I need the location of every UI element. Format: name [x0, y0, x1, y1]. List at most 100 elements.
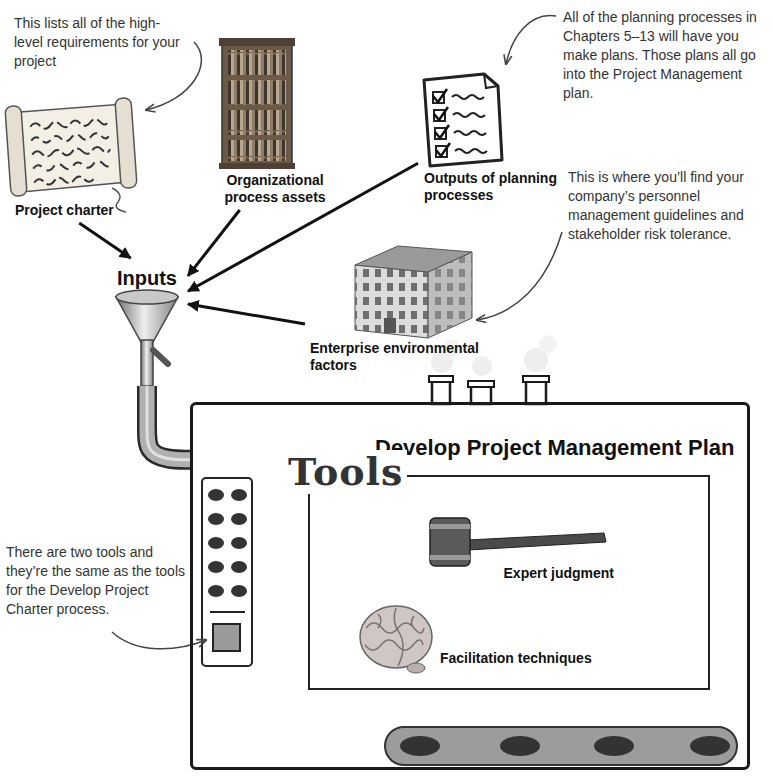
belt	[385, 727, 737, 765]
panel-button	[231, 513, 247, 525]
chimney	[432, 380, 450, 404]
icon-label: Project charter	[15, 202, 140, 219]
scribble	[30, 118, 108, 129]
control-panel	[202, 478, 252, 666]
gavel-band	[430, 555, 470, 560]
handwritten-note: This lists all of the high-level require…	[14, 14, 189, 71]
panel-button	[208, 489, 224, 501]
checklist-icon	[424, 74, 502, 166]
smoke	[472, 356, 492, 376]
pipe-outline	[147, 386, 190, 460]
bookshelf-icon	[219, 38, 295, 169]
leader-line	[146, 42, 201, 110]
pipe-shine	[147, 386, 190, 460]
icon-area	[424, 68, 566, 170]
roller	[594, 736, 634, 756]
arrow-line	[188, 304, 305, 324]
shelf-base	[219, 163, 295, 169]
books	[228, 50, 286, 75]
panel-button	[231, 489, 247, 501]
icon-label: Enterprise environmental factors	[310, 340, 490, 374]
icon-area	[212, 36, 338, 172]
icon-area	[310, 236, 490, 340]
panel-button	[231, 537, 247, 549]
panel-button	[231, 585, 247, 597]
scroll-roll	[5, 106, 27, 197]
sheet-fold	[484, 74, 498, 88]
shelf-case	[222, 42, 292, 166]
process-machine: Develop Project Management PlanToolsExpe…	[190, 402, 750, 770]
arrow-line	[79, 223, 130, 258]
inputs-funnel: Inputs	[106, 258, 188, 386]
charter-node: Project charter	[5, 98, 140, 223]
gavel-icon	[430, 518, 606, 566]
tool-label: Expert judgment	[430, 565, 614, 582]
building-door	[384, 318, 396, 333]
gavel-band	[430, 524, 470, 529]
panel-frame	[202, 478, 252, 666]
books	[228, 110, 286, 135]
input-arrow	[188, 304, 305, 324]
conveyor-belt	[385, 727, 737, 765]
input-arrow	[79, 223, 130, 258]
brain-shape	[360, 606, 432, 668]
funnel-label: Inputs	[106, 266, 188, 290]
building-icon	[355, 246, 472, 338]
chimney	[526, 380, 546, 404]
tool-item: Facilitation techniques	[358, 600, 613, 667]
chimney-cap	[523, 376, 549, 382]
roller	[400, 736, 440, 756]
plan-sheet	[424, 74, 502, 166]
brain-icon	[360, 606, 432, 673]
panel-button	[208, 513, 224, 525]
leader-line	[506, 16, 556, 64]
shelf-crown	[219, 38, 295, 46]
input-arrow	[188, 163, 418, 291]
funnel-tube	[141, 340, 153, 386]
panel-button	[208, 561, 224, 573]
icon-label: Outputs of planning processes	[424, 170, 566, 204]
scribble	[33, 160, 111, 171]
scroll-icon	[5, 98, 137, 212]
scribble	[32, 146, 110, 157]
list-lines	[452, 95, 487, 153]
icon-area	[430, 515, 614, 565]
connectors	[79, 163, 418, 460]
panel-line	[210, 611, 245, 613]
books	[228, 80, 286, 105]
funnel-spout	[153, 350, 168, 364]
gavel-handle	[468, 533, 606, 550]
scroll-paper	[20, 104, 128, 192]
pipe-body	[147, 386, 190, 460]
assets-node: Organizational process assets	[212, 36, 338, 210]
panel-button	[231, 561, 247, 573]
chimney-cap	[468, 381, 494, 387]
scroll-roll	[115, 98, 137, 189]
handwritten-note: This is where you’ll find your company’s…	[568, 168, 758, 244]
plans-node: Outputs of planning processes	[418, 68, 566, 208]
panel-screen	[213, 624, 240, 651]
building-windows	[355, 265, 428, 338]
chimney-cap	[429, 376, 453, 382]
handwritten-note: All of the planning processes in Chapter…	[563, 8, 759, 103]
factors-node: Enterprise environmental factors	[305, 236, 490, 378]
scribble	[34, 175, 94, 185]
panel-button	[208, 537, 224, 549]
panel-button	[208, 585, 224, 597]
funnel-rim	[116, 290, 178, 304]
building-front	[355, 265, 428, 338]
gavel-head	[430, 518, 470, 566]
arrow-line	[188, 163, 418, 291]
scroll-writing	[30, 118, 112, 185]
handwritten-note: There are two tools and they’re the same…	[6, 543, 188, 619]
leader-line	[477, 232, 562, 320]
smoke	[539, 335, 557, 353]
checkmarks	[433, 89, 450, 156]
brain-stem	[407, 663, 425, 673]
brain-folds	[365, 608, 424, 666]
icon-label: Organizational process assets	[212, 172, 338, 206]
scribble	[31, 132, 109, 143]
